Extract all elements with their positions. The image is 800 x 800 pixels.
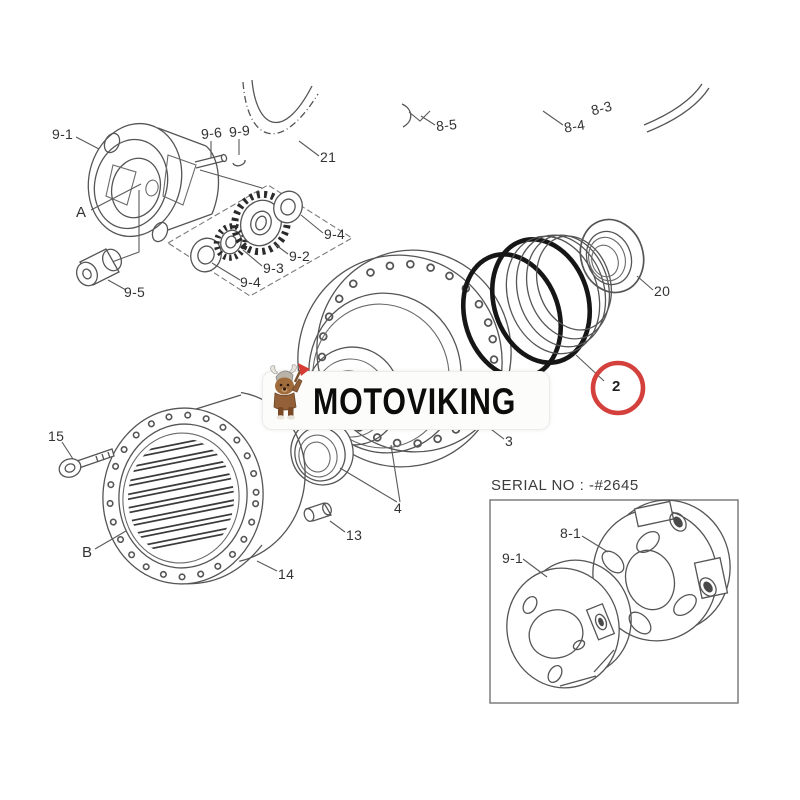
- part-label-9-2: 9-2: [289, 248, 311, 264]
- part-label-9-4-upper: 9-4: [324, 226, 346, 242]
- part-label-b: B: [82, 544, 93, 561]
- part-label-21: 21: [320, 149, 337, 165]
- part-label-2-highlighted: 2: [612, 378, 621, 395]
- inset-carrier-9-1: [506, 559, 632, 689]
- part-label-4: 4: [394, 500, 403, 516]
- part-label-3: 3: [505, 433, 514, 449]
- pins-9-6-9-9-drawing: [194, 139, 246, 169]
- drum-b-14-drawing: [102, 391, 306, 585]
- part-label-8-1-inset: 8-1: [560, 525, 582, 541]
- viking-dog-axe-icon: [270, 363, 310, 420]
- part-label-a: A: [76, 204, 87, 221]
- bolt-15-drawing: [58, 448, 115, 478]
- gear-cluster-drawing: [166, 169, 354, 297]
- part-label-13: 13: [346, 527, 363, 543]
- seal-20-drawing: [579, 218, 645, 294]
- part-label-8-4: 8-4: [562, 116, 587, 136]
- snap-ring-21-drawing: [242, 79, 319, 135]
- part-label-9-4-lower: 9-4: [240, 274, 262, 290]
- pin-13-drawing: [303, 502, 332, 522]
- carrier-a-drawing: [87, 122, 220, 263]
- part-label-9-9: 9-9: [228, 121, 251, 141]
- serial-number-caption: SERIAL NO : -#2645: [491, 477, 639, 494]
- leader-lines: [61, 115, 654, 572]
- part-label-8-5: 8-5: [435, 115, 458, 135]
- drum-housing-3-drawing: [297, 249, 512, 468]
- serial-inset-box: [489, 499, 739, 704]
- part-label-9-3: 9-3: [263, 260, 285, 276]
- part-label-14: 14: [278, 566, 295, 582]
- part-label-15: 15: [48, 428, 65, 444]
- ring-8-5-drawing: [401, 103, 431, 128]
- ring-gear-2-drawing: [460, 234, 612, 380]
- ring-8-3-drawing: [542, 83, 710, 133]
- pin-9-5-drawing: [75, 248, 123, 287]
- part-label-9-1-inset: 9-1: [502, 550, 524, 566]
- part-label-9-6: 9-6: [200, 123, 223, 143]
- part-label-20: 20: [654, 283, 671, 299]
- highlight-circle-part-2: [590, 360, 646, 416]
- inset-carrier-8-1: [592, 499, 731, 642]
- watermark-brand-text: MOTOVIKING: [313, 381, 517, 422]
- watermark-banner: MOTOVIKING: [262, 363, 550, 430]
- part-label-9-5: 9-5: [124, 284, 146, 300]
- part-label-9-1: 9-1: [52, 126, 74, 142]
